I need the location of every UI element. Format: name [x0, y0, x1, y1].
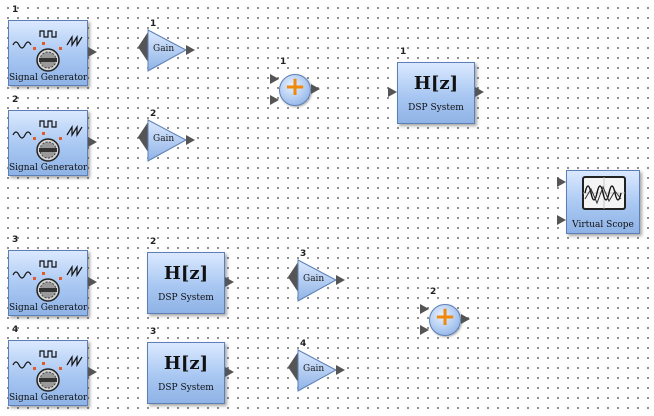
dsp-system-label: DSP System	[158, 293, 214, 303]
output-arrow-icon[interactable]	[225, 277, 234, 287]
gain-triangle-icon[interactable]	[288, 340, 350, 396]
virtual-scope-label: Virtual Scope	[572, 220, 634, 230]
input-arrow-icon[interactable]	[270, 95, 279, 105]
gain-label: Gain	[153, 44, 175, 54]
signal-generator-label: Signal Generator	[9, 163, 88, 173]
block-index: 3	[300, 249, 307, 259]
output-arrow-icon[interactable]	[88, 367, 97, 377]
dsp-system-body[interactable]: H[z] DSP System	[147, 252, 225, 314]
input-arrow-icon[interactable]	[270, 74, 279, 84]
summer-circle[interactable]: +	[429, 302, 461, 336]
output-arrow-icon[interactable]	[225, 367, 234, 377]
signal-generator-3[interactable]: 3 Signal Generator	[6, 236, 98, 316]
gain-block-3[interactable]: 3 Gain	[288, 250, 350, 306]
output-arrow-icon[interactable]	[475, 87, 484, 97]
signal-generator-body[interactable]: Signal Generator	[8, 250, 88, 316]
signal-generator-2[interactable]: 2 Signal Generator	[6, 96, 98, 176]
input-arrow-icon[interactable]	[388, 87, 397, 97]
summer-block-2[interactable]: 2 +	[418, 288, 478, 340]
dsp-system-1[interactable]: 1 H[z] DSP System	[386, 48, 490, 126]
signal-generator-label: Signal Generator	[9, 393, 88, 403]
gain-block-1[interactable]: 1 Gain	[138, 20, 200, 76]
dsp-transfer-function: H[z]	[413, 73, 459, 94]
gain-triangle-icon[interactable]	[288, 250, 350, 306]
output-arrow-icon[interactable]	[311, 84, 320, 94]
block-index: 1	[150, 19, 157, 29]
signal-generator-4[interactable]: 4 Signal Generator	[6, 326, 98, 406]
block-index: 3	[12, 235, 19, 245]
signal-generator-body[interactable]: Signal Generator	[8, 20, 88, 86]
dsp-transfer-function: H[z]	[163, 353, 209, 374]
output-arrow-icon[interactable]	[88, 47, 97, 57]
plus-icon: +	[284, 72, 306, 102]
block-index: 1	[12, 5, 19, 15]
gain-block-2[interactable]: 2 Gain	[138, 110, 200, 166]
gain-label: Gain	[303, 364, 325, 374]
output-arrow-icon[interactable]	[88, 277, 97, 287]
waveform-icon	[12, 30, 83, 72]
output-arrow-icon[interactable]	[461, 314, 470, 324]
signal-generator-body[interactable]: Signal Generator	[8, 110, 88, 176]
gain-block-4[interactable]: 4 Gain	[288, 340, 350, 396]
gain-triangle-icon[interactable]	[138, 110, 200, 166]
block-index: 2	[430, 287, 437, 297]
block-index: 2	[150, 109, 157, 119]
signal-generator-body[interactable]: Signal Generator	[8, 340, 88, 406]
dsp-system-2[interactable]: 2 H[z] DSP System	[136, 238, 240, 316]
virtual-scope[interactable]: Virtual Scope	[555, 168, 651, 236]
block-index: 3	[150, 327, 157, 337]
summer-block-1[interactable]: 1 +	[268, 58, 328, 110]
gain-label: Gain	[303, 274, 325, 284]
dsp-system-label: DSP System	[408, 103, 464, 113]
input-arrow-icon[interactable]	[420, 304, 429, 314]
block-index: 4	[300, 339, 307, 349]
virtual-scope-body[interactable]: Virtual Scope	[566, 170, 640, 234]
waveform-icon	[12, 120, 83, 162]
signal-generator-1[interactable]: 1 Signal Generator	[6, 6, 98, 86]
block-index: 2	[12, 95, 19, 105]
input-arrow-icon[interactable]	[557, 177, 566, 187]
dsp-system-body[interactable]: H[z] DSP System	[397, 62, 475, 124]
oscilloscope-icon	[582, 176, 626, 210]
block-index: 1	[400, 47, 407, 57]
block-index: 1	[280, 57, 287, 67]
summer-circle[interactable]: +	[279, 72, 311, 106]
signal-generator-label: Signal Generator	[9, 303, 88, 313]
dsp-system-body[interactable]: H[z] DSP System	[147, 342, 225, 404]
input-arrow-icon[interactable]	[557, 215, 566, 225]
dsp-system-label: DSP System	[158, 383, 214, 393]
signal-generator-label: Signal Generator	[9, 73, 88, 83]
output-arrow-icon[interactable]	[88, 137, 97, 147]
block-index: 4	[12, 325, 19, 335]
waveform-icon	[12, 350, 83, 392]
waveform-icon	[12, 260, 83, 302]
input-arrow-icon[interactable]	[420, 325, 429, 335]
block-index: 2	[150, 237, 157, 247]
dsp-system-3[interactable]: 3 H[z] DSP System	[136, 328, 240, 406]
gain-label: Gain	[153, 134, 175, 144]
plus-icon: +	[434, 302, 456, 332]
gain-triangle-icon[interactable]	[138, 20, 200, 76]
dsp-transfer-function: H[z]	[163, 263, 209, 284]
